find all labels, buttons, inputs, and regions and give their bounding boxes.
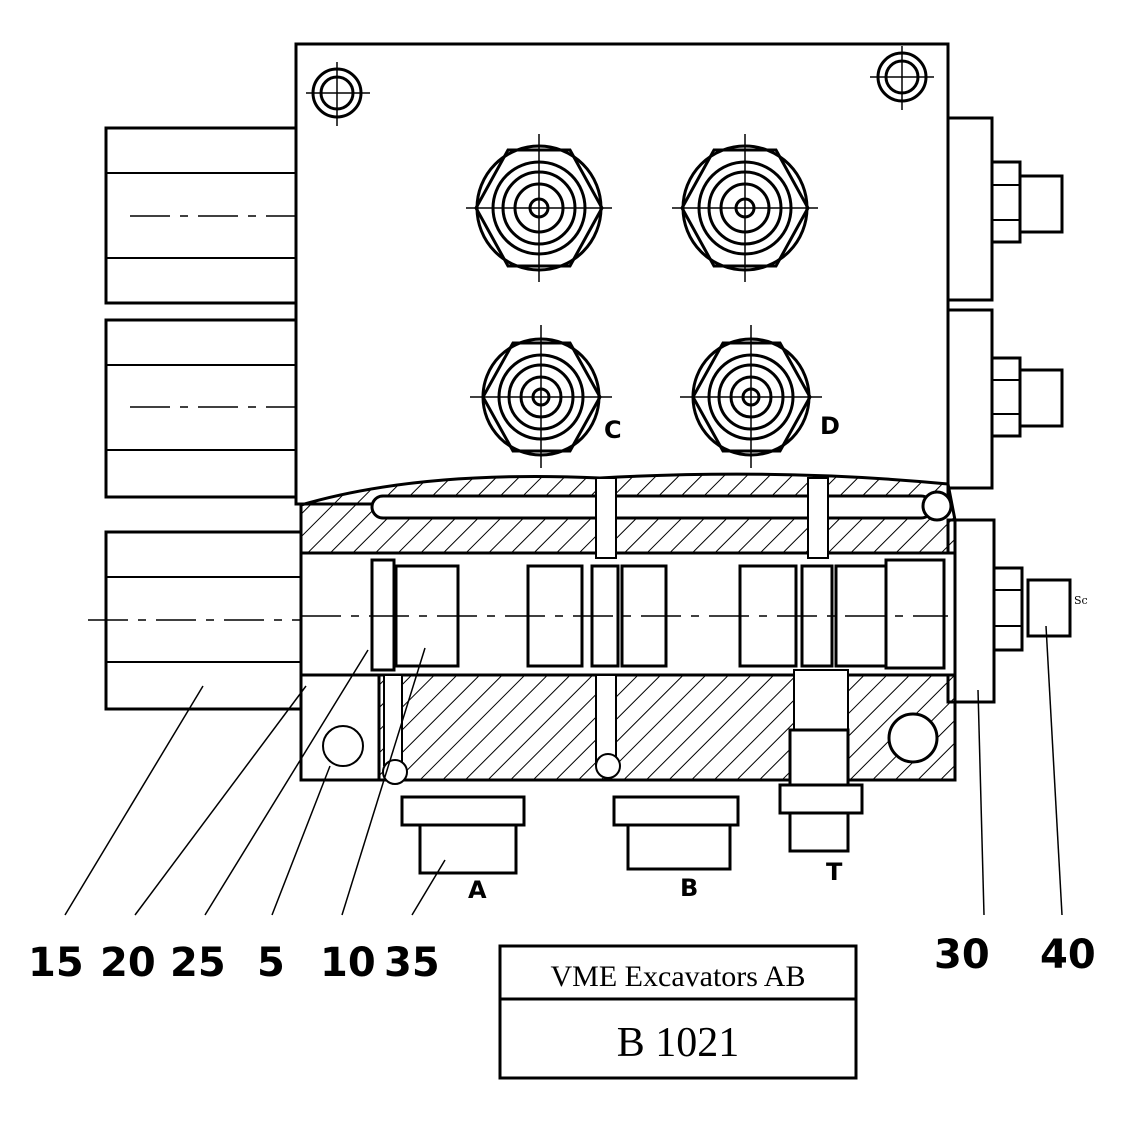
callout-10: 10 — [320, 940, 376, 986]
side-mark: Sc — [1074, 594, 1088, 607]
port-fittings — [466, 134, 822, 468]
port-fitting-d — [680, 325, 822, 468]
solenoid-left — [88, 126, 303, 711]
spool-section — [299, 472, 957, 785]
callout-40: 40 — [1040, 932, 1096, 978]
port-label-t: T — [826, 858, 843, 886]
callout-25: 25 — [170, 940, 226, 986]
port-label-b: B — [680, 874, 698, 902]
port-fitting-1 — [466, 134, 612, 282]
port-fitting-2 — [672, 134, 818, 282]
port-label-d: D — [820, 412, 840, 440]
title-block-code: B 1021 — [617, 1020, 740, 1066]
callout-35: 35 — [384, 940, 440, 986]
port-fitting-c — [470, 325, 612, 468]
callout-15: 15 — [28, 940, 84, 986]
callout-20: 20 — [100, 940, 156, 986]
solenoid-right — [946, 116, 1072, 704]
callout-5: 5 — [257, 940, 285, 986]
port-label-c: C — [604, 416, 622, 444]
title-block-company: VME Excavators AB — [551, 960, 806, 993]
callout-numbers: 15 20 25 5 10 35 30 40 — [28, 932, 1096, 986]
valve-body — [294, 42, 950, 506]
bottom-plugs — [400, 728, 864, 875]
callout-30: 30 — [934, 932, 990, 978]
port-label-a: A — [468, 876, 487, 904]
title-block: VME Excavators AB B 1021 — [498, 944, 858, 1080]
leader-lines — [64, 625, 1063, 916]
